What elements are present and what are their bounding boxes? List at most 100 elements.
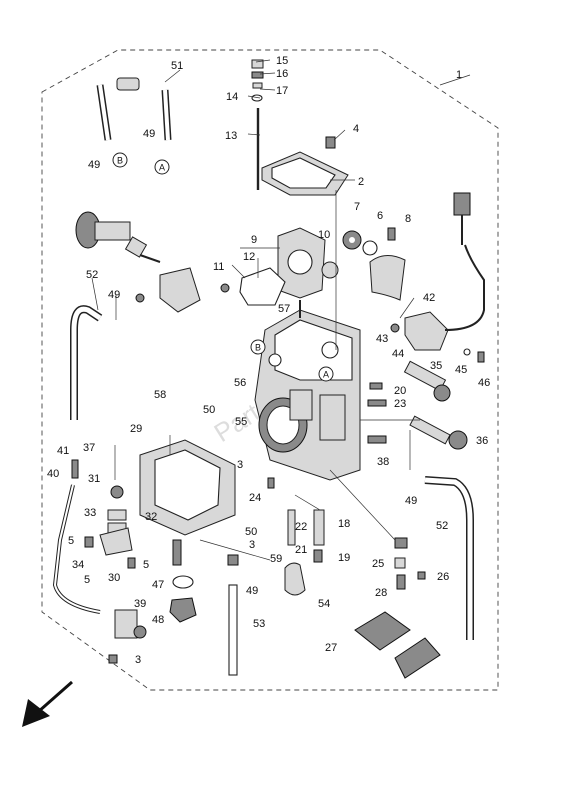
cam-plate <box>369 255 406 301</box>
callout-24: 24 <box>249 492 261 504</box>
float-bowl <box>139 439 236 566</box>
assembly-boundary <box>41 49 499 691</box>
callout-49e: 49 <box>246 585 258 597</box>
callout-27: 27 <box>325 642 337 654</box>
callout-13: 13 <box>225 130 237 142</box>
callout-59: 59 <box>270 553 282 565</box>
svg-text:A: A <box>159 163 165 173</box>
callout-26: 26 <box>437 571 449 583</box>
throttle-shaft-bracket <box>135 267 201 313</box>
callout-3c: 3 <box>135 654 141 666</box>
callout-10: 10 <box>318 229 330 241</box>
throttle-position-sensor <box>390 192 485 363</box>
svg-text:A: A <box>323 370 329 380</box>
callout-41: 41 <box>57 445 69 457</box>
callout-3b: 3 <box>249 539 255 551</box>
front-arrow-icon <box>22 680 73 727</box>
callout-11: 11 <box>213 261 224 273</box>
callout-53: 53 <box>253 618 265 630</box>
float-chamber-cover <box>354 611 441 679</box>
callout-6: 6 <box>377 210 383 222</box>
callout-36: 36 <box>476 435 488 447</box>
callout-52a: 52 <box>86 269 98 281</box>
callout-55: 55 <box>235 416 247 428</box>
callout-15: 15 <box>276 55 288 67</box>
callout-37: 37 <box>83 442 95 454</box>
callout-28: 28 <box>375 587 387 599</box>
callout-40: 40 <box>47 468 59 480</box>
carburetor-body <box>254 300 361 481</box>
callout-49a: 49 <box>88 159 100 171</box>
idle-screws <box>367 360 468 450</box>
callout-18: 18 <box>338 518 350 530</box>
callout-30: 30 <box>108 572 120 584</box>
starter-rod-stack <box>251 59 264 190</box>
callout-21: 21 <box>295 544 307 556</box>
callout-20: 20 <box>394 385 406 397</box>
callout-3a: 3 <box>237 459 243 471</box>
callout-48: 48 <box>152 614 164 626</box>
callout-38: 38 <box>377 456 389 468</box>
callout-56: 56 <box>234 377 246 389</box>
leader-lines <box>91 59 471 561</box>
callout-25: 25 <box>372 558 384 570</box>
callout-51: 51 <box>171 60 183 72</box>
callout-33: 33 <box>84 507 96 519</box>
callout-12: 12 <box>243 251 255 263</box>
callout-8: 8 <box>405 213 411 225</box>
callout-58: 58 <box>154 389 166 401</box>
callout-39: 39 <box>134 598 146 610</box>
callout-43: 43 <box>376 333 388 345</box>
svg-text:B: B <box>117 156 123 166</box>
callout-23: 23 <box>394 398 406 410</box>
callout-19: 19 <box>338 552 350 564</box>
callout-4: 4 <box>353 123 359 135</box>
callout-34: 34 <box>72 559 84 571</box>
throttle-valve-group <box>277 227 396 299</box>
callout-54: 54 <box>318 598 330 610</box>
top-cover <box>261 136 349 196</box>
callout-42: 42 <box>423 292 435 304</box>
callout-44: 44 <box>392 348 404 360</box>
callout-7: 7 <box>354 201 360 213</box>
callout-57: 57 <box>278 303 290 315</box>
callout-17: 17 <box>276 85 288 97</box>
callout-5a: 5 <box>68 535 74 547</box>
callout-22: 22 <box>295 521 307 533</box>
ring-marker-b-hose: B <box>112 152 128 168</box>
throttle-plate <box>220 267 286 306</box>
overflow-hose-right <box>424 476 474 640</box>
callout-32: 32 <box>145 511 157 523</box>
callout-5b: 5 <box>143 559 149 571</box>
overflow-hose-left <box>70 305 103 420</box>
callout-29: 29 <box>130 423 142 435</box>
throttle-plunger <box>75 211 161 263</box>
callout-9: 9 <box>251 234 257 246</box>
callout-14: 14 <box>226 91 238 103</box>
callout-1: 1 <box>456 69 462 81</box>
callout-47: 47 <box>152 579 164 591</box>
float-and-jets <box>267 477 426 596</box>
ring-marker-a-body: A <box>318 366 334 382</box>
callout-45: 45 <box>455 364 467 376</box>
callout-46: 46 <box>478 377 490 389</box>
ring-marker-a-hose: A <box>154 159 170 175</box>
svg-text:B: B <box>255 343 261 353</box>
callout-50a: 50 <box>203 404 215 416</box>
callout-2: 2 <box>358 176 364 188</box>
callout-35: 35 <box>430 360 442 372</box>
callout-labels: 1 2 3 4 5 6 7 8 9 10 11 12 13 14 15 16 1… <box>47 55 490 666</box>
callout-50b: 50 <box>245 526 257 538</box>
vent-hose-assembly <box>69 77 203 251</box>
callout-52b: 52 <box>436 520 448 532</box>
callout-49b: 49 <box>143 128 155 140</box>
drain-plug-group <box>169 554 239 676</box>
callout-49d: 49 <box>405 495 417 507</box>
callout-49c: 49 <box>108 289 120 301</box>
callout-5c: 5 <box>84 574 90 586</box>
callout-31: 31 <box>88 473 100 485</box>
callout-16: 16 <box>276 68 288 80</box>
left-float-parts <box>52 459 147 664</box>
